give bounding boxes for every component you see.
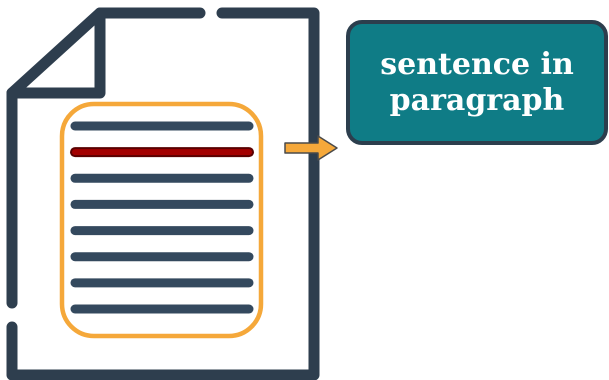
arrow-icon	[284, 135, 338, 161]
sentence-callout-box: sentence in paragraph	[346, 20, 608, 145]
document-right-edge	[6, 7, 320, 380]
document-outline	[6, 7, 320, 380]
document-top-left-edge	[6, 7, 206, 309]
callout-label: sentence in paragraph	[380, 46, 574, 118]
text-lines	[70, 121, 254, 314]
document-folded-corner	[6, 7, 106, 99]
paragraph-box	[59, 101, 264, 339]
